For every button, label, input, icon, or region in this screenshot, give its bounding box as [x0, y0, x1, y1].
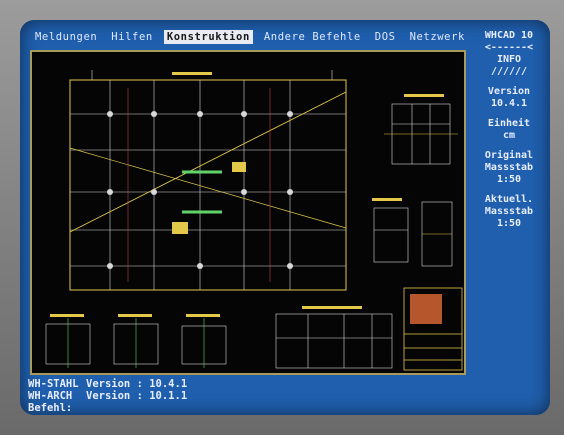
menu-andere-befehle[interactable]: Andere Befehle: [263, 31, 361, 43]
unit-value: cm: [502, 130, 516, 141]
menu-dos[interactable]: DOS: [374, 31, 396, 43]
version-value: 10.4.1: [490, 98, 528, 109]
app-title: WHCAD 10: [484, 30, 534, 41]
menu-meldungen[interactable]: Meldungen: [35, 31, 98, 43]
info-panel: WHCAD 10 <------< INFO ////// Version 10…: [472, 30, 546, 375]
menu-netzwerk[interactable]: Netzwerk: [409, 31, 465, 43]
arrow-line[interactable]: <------<: [484, 42, 534, 53]
section-detail-top-right: [384, 103, 458, 165]
title-block: [403, 287, 463, 371]
current-scale-label-1: Aktuell.: [484, 194, 534, 205]
original-scale-value: 1:50: [496, 174, 522, 185]
command-prompt[interactable]: Befehl:: [28, 402, 468, 414]
current-scale-value: 1:50: [496, 218, 522, 229]
crt-screen: Meldungen Hilfen Konstruktion Andere Bef…: [20, 20, 550, 415]
status-area: WH-STAHL Version : 10.4.1 WH-ARCH Version …: [28, 378, 468, 414]
status-line-stahl: WH-STAHL Version : 10.4.1: [28, 378, 468, 390]
menu-konstruktion[interactable]: Konstruktion: [163, 30, 253, 44]
product-name: WH-ARCH: [28, 390, 73, 402]
product-version: Version : 10.1.1: [86, 390, 188, 402]
section-detail-middle-right: [373, 201, 453, 267]
product-version: Version : 10.4.1: [86, 378, 188, 390]
hatch-line: //////: [490, 66, 528, 77]
cad-drawing-canvas[interactable]: [30, 50, 466, 375]
command-label: Befehl:: [28, 402, 73, 414]
original-scale-label-2: Massstab: [484, 162, 534, 173]
main-floor-plan: [69, 70, 347, 291]
menu-bar: Meldungen Hilfen Konstruktion Andere Bef…: [32, 30, 464, 44]
menu-hilfen[interactable]: Hilfen: [111, 31, 153, 43]
product-name: WH-STAHL: [28, 378, 79, 390]
version-label: Version: [487, 86, 531, 97]
original-scale-label-1: Original: [484, 150, 534, 161]
section-label-bars: [50, 72, 444, 317]
structural-drawing: [45, 70, 463, 371]
info-heading: INFO: [496, 54, 522, 65]
bottom-sections: [45, 313, 393, 369]
unit-label: Einheit: [487, 118, 531, 129]
status-line-arch: WH-ARCH Version : 10.1.1: [28, 390, 468, 402]
column-markers: [107, 111, 293, 269]
current-scale-label-2: Massstab: [484, 206, 534, 217]
